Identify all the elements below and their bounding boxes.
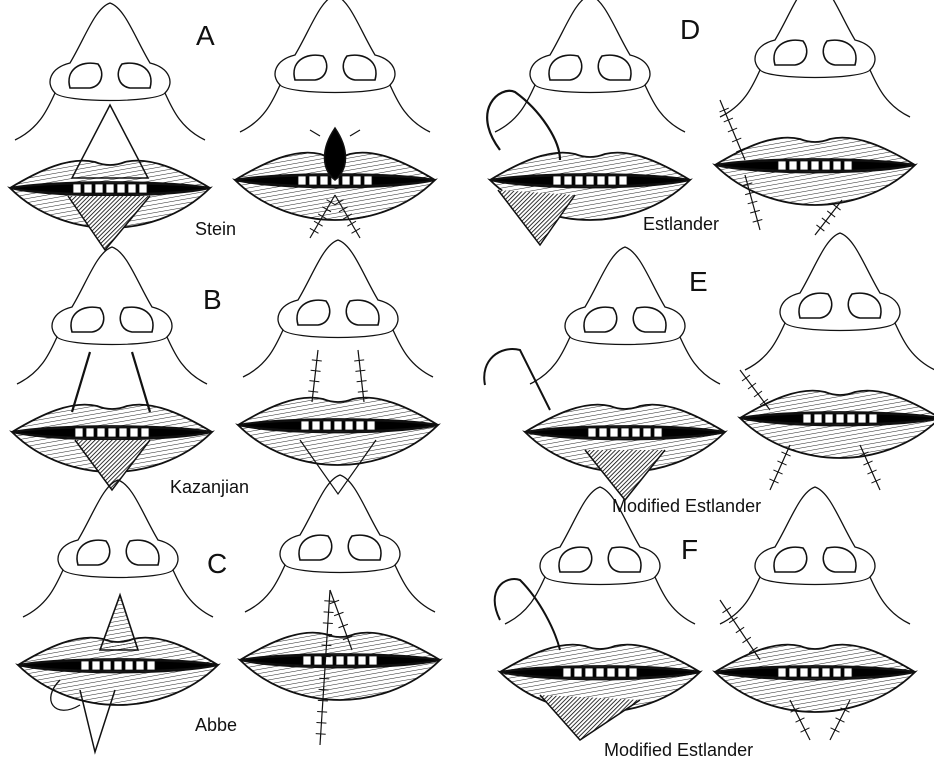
face-sketch-c1 xyxy=(18,480,218,752)
face-sketch-a2 xyxy=(235,0,435,238)
face-sketch-b2 xyxy=(238,240,438,494)
face-sketch-c2 xyxy=(240,475,440,745)
face-sketch-a1 xyxy=(10,3,210,250)
face-sketch-f2 xyxy=(715,487,915,740)
face-sketch-e1 xyxy=(484,247,725,500)
face-sketch-e2 xyxy=(740,233,934,490)
face-sketch-d1 xyxy=(487,0,690,245)
face-sketch-d2 xyxy=(715,0,915,235)
face-sketch-f1 xyxy=(495,487,700,740)
face-sketch-b1 xyxy=(12,247,212,490)
